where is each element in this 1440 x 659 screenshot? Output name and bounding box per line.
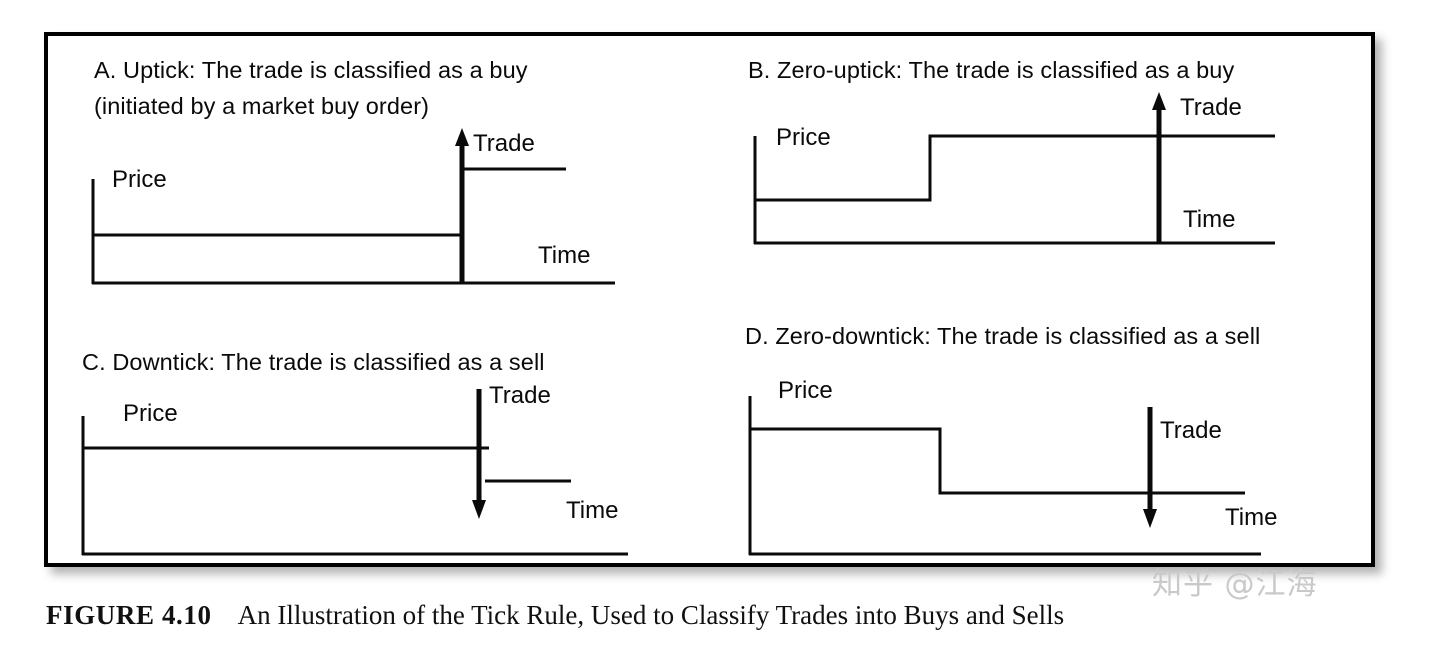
figure-caption-tag: FIGURE 4.10 — [46, 600, 212, 630]
panel-b-price-step-path — [755, 134, 1275, 202]
figure-frame: A. Uptick: The trade is classified as a … — [44, 32, 1375, 567]
panel-c-trade-label: Trade — [489, 382, 551, 409]
panel-b-plot — [753, 92, 1275, 245]
panel-a-time-label: Time — [538, 242, 591, 269]
panel-d-trade-label: Trade — [1160, 417, 1222, 444]
panel-c-plot — [81, 389, 628, 556]
panel-d-price-label: Price — [778, 377, 833, 404]
figure-caption-text: An Illustration of the Tick Rule, Used t… — [237, 600, 1065, 630]
panel-a-trade-label: Trade — [473, 130, 535, 157]
panel-zero-downtick: D. Zero-downtick: The trade is classifie… — [713, 304, 1375, 567]
panel-a-plot — [91, 128, 615, 285]
panel-d-plot — [748, 396, 1261, 556]
panel-c-trade-arrow-head-down-icon — [472, 500, 486, 519]
panel-d-price-step-path — [750, 427, 1245, 495]
panel-d-time-label: Time — [1225, 504, 1278, 531]
panel-b-trade-label: Trade — [1180, 94, 1242, 121]
panel-c-heading: C. Downtick: The trade is classified as … — [82, 349, 545, 375]
panel-b-heading: B. Zero-uptick: The trade is classified … — [748, 57, 1235, 83]
panel-zero-uptick: B. Zero-uptick: The trade is classified … — [713, 36, 1375, 304]
panel-uptick: A. Uptick: The trade is classified as a … — [48, 36, 713, 304]
panel-b-trade-arrow-head-up-icon — [1152, 92, 1166, 110]
panel-b-time-label: Time — [1183, 206, 1236, 233]
panel-d-heading: D. Zero-downtick: The trade is classifie… — [745, 323, 1261, 349]
panel-a-trade-arrow-head-up-icon — [455, 128, 469, 146]
panel-a-heading: A. Uptick: The trade is classified as a … — [94, 57, 528, 119]
panel-c-time-label: Time — [566, 497, 619, 524]
panel-c-price-label: Price — [123, 400, 178, 427]
panel-d-trade-arrow-head-down-icon — [1143, 509, 1157, 528]
figure-caption: FIGURE 4.10 An Illustration of the Tick R… — [46, 598, 1426, 632]
panel-downtick: C. Downtick: The trade is classified as … — [48, 304, 713, 567]
zhihu-watermark: 知乎 @江海 — [1152, 567, 1318, 602]
panel-b-price-label: Price — [776, 124, 831, 151]
panel-a-price-label: Price — [112, 166, 167, 193]
